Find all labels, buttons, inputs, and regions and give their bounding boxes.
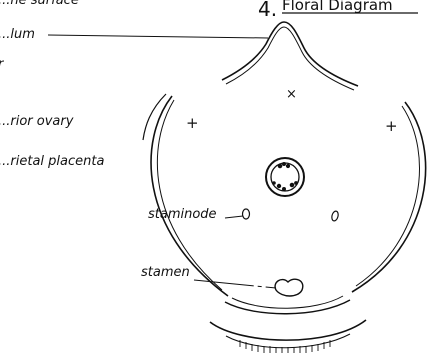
cross-top-mark: × [286, 87, 297, 102]
label-ovary: ...rior ovary [0, 114, 74, 129]
plus-right-mark: + [385, 117, 398, 135]
staminode-left [243, 209, 250, 219]
ovary-inner [271, 163, 299, 191]
label-placenta: ...rietal placenta [0, 154, 104, 169]
stamen-anther [275, 279, 303, 296]
label-unknown-mark: r [0, 57, 5, 72]
bottom-bract-hatching [240, 340, 330, 353]
staminode-right [331, 210, 339, 221]
label-bract: ...lum [0, 27, 35, 42]
label-staminode: staminode [148, 207, 217, 222]
bract-inner-outline [226, 27, 354, 90]
lower-sepal-arc [225, 300, 350, 314]
stamen-pointer-line [194, 280, 276, 288]
staminode-pointer-line [225, 216, 243, 218]
title-number: 4. [258, 0, 277, 21]
label-surface: ...ne surface [0, 0, 79, 8]
lower-sepal-arc-inner [232, 296, 343, 308]
plus-left-mark: + [186, 114, 199, 132]
title-text: Floral Diagram [282, 0, 393, 14]
bract-pointer-line [48, 35, 268, 38]
label-stamen: stamen [141, 265, 190, 280]
